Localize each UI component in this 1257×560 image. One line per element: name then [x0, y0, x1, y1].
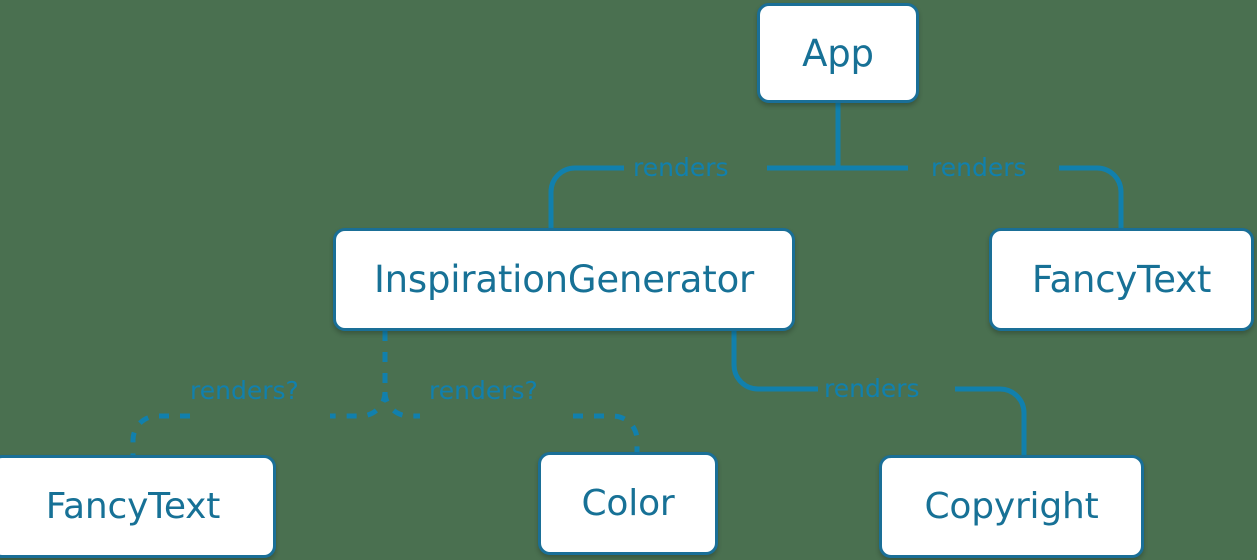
edge-label-inspirationgenerator-to-fancytext: renders?	[190, 376, 299, 405]
node-color[interactable]: Color	[538, 452, 718, 555]
node-copyright-label: Copyright	[924, 485, 1099, 527]
edge-label-app-to-fancytext: renders	[931, 153, 1027, 182]
edge-label-app-to-inspirationgenerator: renders	[633, 153, 729, 182]
edge-label-inspirationgenerator-to-copyright: renders	[824, 374, 920, 403]
node-copyright[interactable]: Copyright	[879, 455, 1144, 558]
node-fancytext-bottom-label: FancyText	[45, 485, 221, 527]
node-fancytext-right-label: FancyText	[1031, 258, 1212, 301]
node-fancytext-bottom[interactable]: FancyText	[0, 455, 276, 558]
node-fancytext-right[interactable]: FancyText	[989, 228, 1254, 331]
node-app-label: App	[802, 31, 874, 75]
node-app[interactable]: App	[757, 3, 919, 103]
node-color-label: Color	[581, 482, 675, 524]
node-inspirationgenerator[interactable]: InspirationGenerator	[333, 228, 795, 331]
edge-label-inspirationgenerator-to-color: renders?	[429, 376, 538, 405]
node-inspirationgenerator-label: InspirationGenerator	[373, 258, 755, 301]
